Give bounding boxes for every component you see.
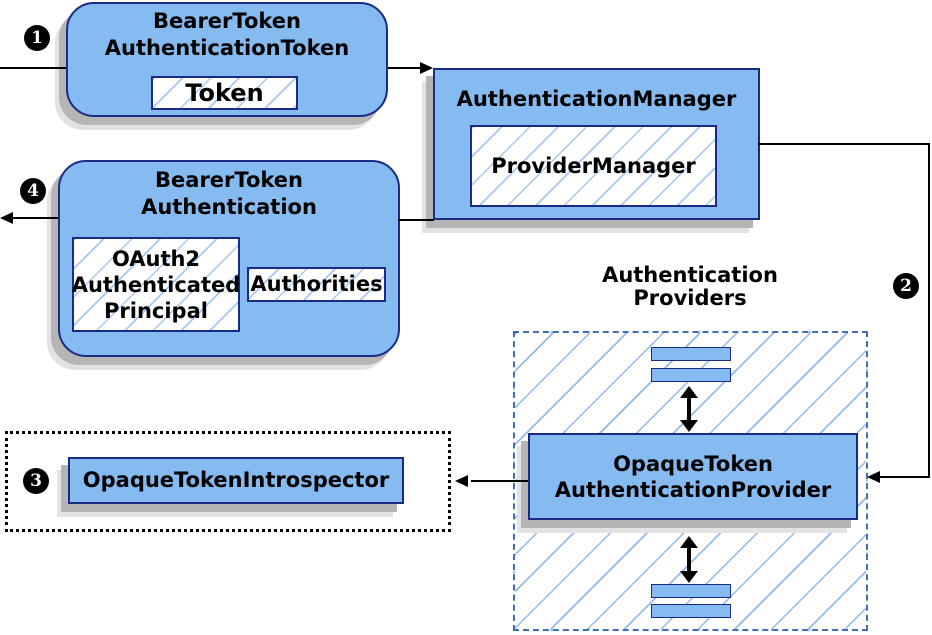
authentication-manager-title-text: AuthenticationManager (456, 87, 737, 111)
bearer-token-authentication-title-line2: Authentication (141, 195, 317, 219)
provider-manager-label: ProviderManager (491, 153, 696, 178)
arrow-stem (687, 398, 691, 420)
provider-stack-bottom-bar-1 (651, 584, 731, 598)
arrow-stem (687, 548, 691, 571)
flow-line-right-vertical (928, 143, 930, 478)
bearer-token-authentication-title-line1: BearerToken (155, 168, 303, 192)
arrow-up-head (680, 536, 698, 548)
arrowhead-into-introspector (455, 475, 468, 487)
opaque-token-introspector-container (5, 431, 451, 532)
token-label: Token (185, 79, 264, 107)
authorities-chip: Authorities (247, 267, 386, 302)
oauth2-authenticated-principal-line2: Authenticated (71, 272, 241, 297)
authentication-providers-label-line2: Providers (633, 286, 747, 310)
token-chip: Token (151, 76, 298, 110)
step-3-number: 3 (30, 471, 42, 491)
flow-line-manager-to-authentication (398, 219, 434, 221)
step-1-number: 1 (31, 28, 43, 48)
flow-line-authentication-out (12, 217, 58, 219)
opaque-token-authentication-provider-label-line2: AuthenticationProvider (554, 477, 832, 502)
arrow-down-head (680, 571, 698, 583)
authentication-manager-title: AuthenticationManager (433, 86, 760, 113)
provider-manager-chip: ProviderManager (470, 125, 717, 207)
step-4-badge: 4 (20, 178, 46, 204)
arrow-down-head (680, 420, 698, 432)
arrowhead-authentication-out (0, 212, 13, 224)
bearer-token-authentication-token-title-line1: BearerToken (153, 9, 301, 33)
provider-stack-top-bar-2 (651, 368, 731, 382)
flow-line-into-provider (880, 476, 930, 478)
bearer-token-authentication-title: BearerToken Authentication (58, 167, 400, 221)
bearer-token-authentication-token-title-line2: AuthenticationToken (104, 36, 350, 60)
flow-line-manager-right (758, 143, 930, 145)
opaque-token-introspector-label: OpaqueTokenIntrospector (82, 468, 390, 492)
oauth2-authenticated-principal-chip: OAuth2 Authenticated Principal (72, 237, 240, 332)
flow-line-provider-to-introspector (471, 480, 528, 482)
oauth2-authenticated-principal-line1: OAuth2 (111, 246, 201, 271)
authorities-label: Authorities (250, 272, 383, 296)
step-2-number: 2 (900, 276, 912, 296)
step-4-number: 4 (27, 181, 39, 201)
oauth2-authenticated-principal-line3: Principal (104, 298, 208, 323)
opaque-token-authentication-provider-label-line1: OpaqueToken (613, 451, 773, 476)
arrowhead-into-authentication-manager (420, 62, 433, 74)
authentication-providers-label: Authentication Providers (590, 264, 790, 310)
opaque-token-introspector-node: OpaqueTokenIntrospector (68, 457, 404, 504)
authentication-providers-label-line1: Authentication (602, 263, 778, 287)
bidirectional-arrow-icon-top (679, 386, 699, 432)
step-1-badge: 1 (24, 25, 50, 51)
flow-line-request-in (0, 67, 66, 69)
provider-stack-top-bar-1 (651, 347, 731, 361)
step-3-badge: 3 (23, 468, 49, 494)
bearer-token-authentication-token-title: BearerToken AuthenticationToken (66, 8, 388, 62)
opaque-token-authentication-provider-node: OpaqueToken AuthenticationProvider (528, 433, 858, 520)
arrow-up-head (680, 386, 698, 398)
provider-stack-bottom-bar-2 (651, 604, 731, 618)
arrowhead-into-provider (867, 471, 880, 483)
step-2-badge: 2 (893, 273, 919, 299)
bidirectional-arrow-icon-bottom (679, 536, 699, 583)
flow-line-token-to-manager (388, 67, 421, 69)
